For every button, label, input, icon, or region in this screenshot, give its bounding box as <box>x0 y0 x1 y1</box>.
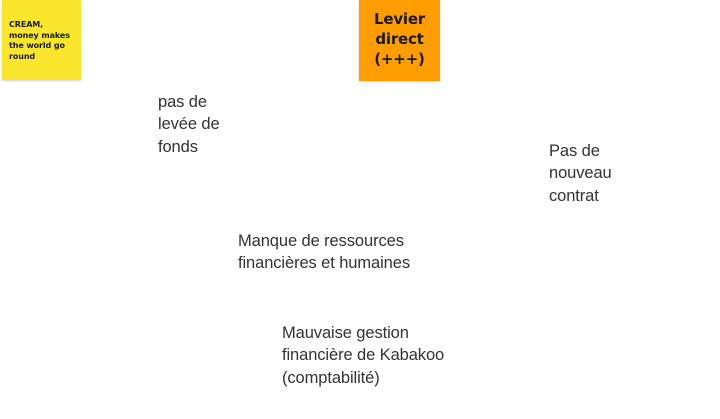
text-label-lack-of-resources[interactable]: Manque de ressources financières et huma… <box>238 232 410 273</box>
text-label-poor-financial-management[interactable]: Mauvaise gestion financière de Kabakoo (… <box>282 324 445 387</box>
text-label-no-fundraising[interactable]: pas de levée de fonds <box>158 93 220 156</box>
sticky-note-levier-direct[interactable]: Levier direct (+++) <box>359 0 440 81</box>
text-label-no-new-contract[interactable]: Pas de nouveau contrat <box>549 142 612 205</box>
sticky-note-text: CREAM, money makes the world go round <box>9 20 70 61</box>
sticky-note-text: Levier direct (+++) <box>373 10 426 68</box>
sticky-note-cream[interactable]: CREAM, money makes the world go round <box>2 0 81 80</box>
